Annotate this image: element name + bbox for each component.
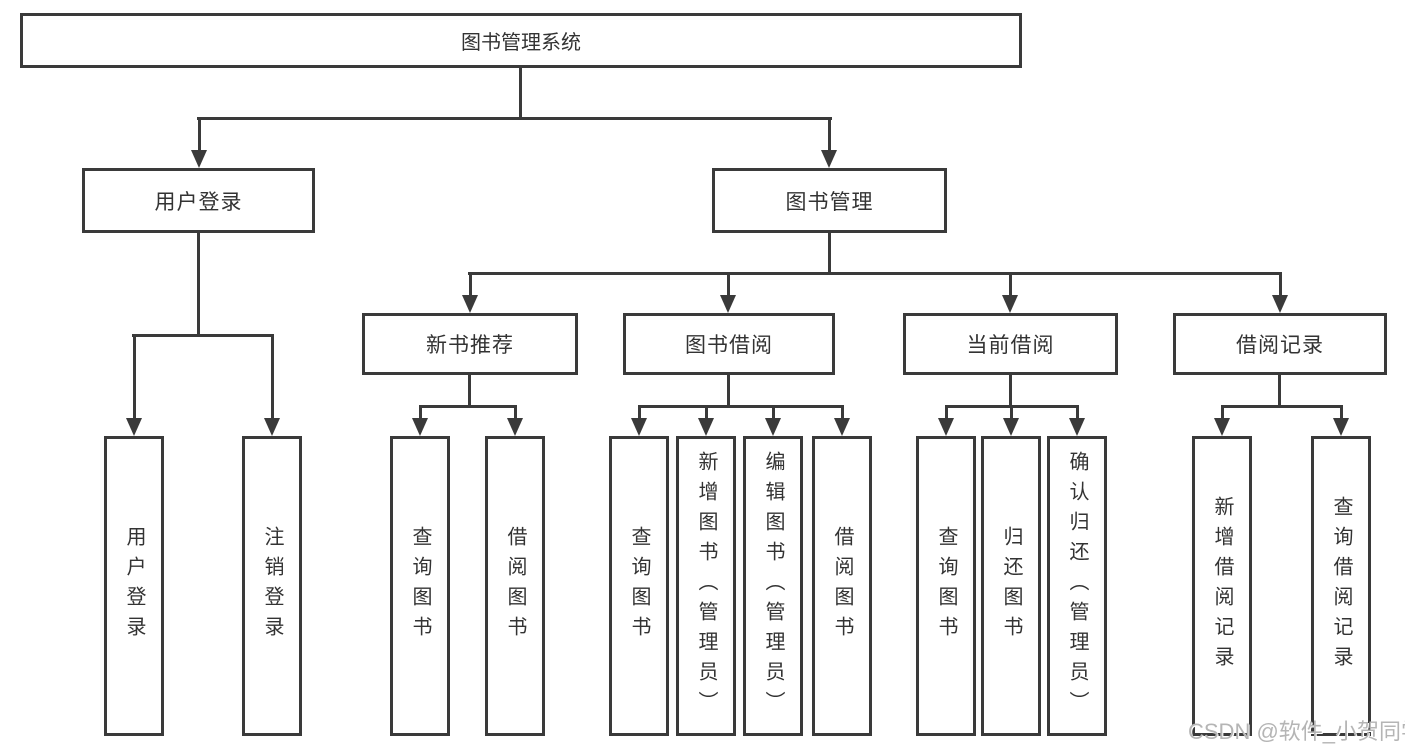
leaf-label: 确认归还（管理员） — [1066, 451, 1088, 721]
leaf-label: 查询图书 — [409, 526, 431, 646]
arrow-to-book-borrow — [720, 272, 736, 313]
node-current-borrow: 当前借阅 — [903, 313, 1118, 375]
arrow-to-borrow-records — [1272, 272, 1288, 313]
node-library-management-system: 图书管理系统 — [20, 13, 1022, 68]
node-new-book-recommend: 新书推荐 — [362, 313, 578, 375]
connector-book-management-stem — [828, 233, 831, 273]
leaf-recommend-borrow-book: 借阅图书 — [485, 436, 545, 736]
leaf-label: 借阅图书 — [504, 526, 526, 646]
arrow-records-query — [1333, 405, 1349, 436]
connector-records-rail — [1221, 405, 1343, 408]
node-label: 当前借阅 — [966, 334, 1055, 357]
arrow-to-leaf-user-login — [126, 334, 142, 436]
leaf-borrow-edit-book-admin: 编辑图书（管理员） — [743, 436, 803, 736]
connector-book-borrow-rail — [638, 405, 844, 408]
leaf-label: 借阅图书 — [831, 526, 853, 646]
leaf-borrow-borrow-book: 借阅图书 — [812, 436, 872, 736]
node-label: 借阅记录 — [1236, 334, 1324, 357]
leaf-current-confirm-return-admin: 确认归还（管理员） — [1047, 436, 1107, 736]
arrow-records-add — [1214, 405, 1230, 436]
leaf-label: 归还图书 — [1000, 526, 1022, 646]
connector-recommend-rail — [419, 405, 517, 408]
arrow-borrow-edit — [765, 405, 781, 436]
leaf-recommend-query-book: 查询图书 — [390, 436, 450, 736]
leaf-label: 新增借阅记录 — [1211, 496, 1233, 676]
connector-user-login-rail — [132, 334, 274, 337]
arrow-borrow-query — [631, 405, 647, 436]
leaf-label: 查询图书 — [935, 526, 957, 646]
connector-root-stem — [519, 68, 522, 118]
node-label: 新书推荐 — [426, 334, 514, 357]
leaf-borrow-add-book-admin: 新增图书（管理员） — [676, 436, 736, 736]
arrow-current-confirm — [1069, 405, 1085, 436]
leaf-label: 查询借阅记录 — [1330, 496, 1352, 676]
leaf-borrow-query-book: 查询图书 — [609, 436, 669, 736]
arrow-to-current-borrow — [1002, 272, 1018, 313]
connector-current-borrow-stem — [1009, 375, 1012, 406]
connector-book-management-rail — [468, 272, 1282, 275]
connector-records-stem — [1278, 375, 1281, 406]
leaf-label: 新增图书（管理员） — [695, 451, 717, 721]
node-user-login-branch: 用户登录 — [82, 168, 315, 233]
leaf-label: 编辑图书（管理员） — [762, 451, 784, 721]
arrow-recommend-borrow — [507, 405, 523, 436]
node-label: 用户登录 — [154, 190, 243, 214]
node-label: 图书管理 — [785, 190, 874, 214]
arrow-current-return — [1003, 405, 1019, 436]
leaf-records-query-record: 查询借阅记录 — [1311, 436, 1371, 736]
arrow-to-user-login-branch — [191, 117, 207, 168]
leaf-label: 注销登录 — [261, 526, 283, 646]
arrow-borrow-add — [698, 405, 714, 436]
leaf-label: 查询图书 — [628, 526, 650, 646]
connector-user-login-stem — [197, 233, 200, 335]
connector-book-borrow-stem — [727, 375, 730, 406]
arrow-recommend-query — [412, 405, 428, 436]
node-label: 图书管理系统 — [461, 32, 581, 54]
arrow-to-book-management — [821, 117, 837, 168]
arrow-current-query — [938, 405, 954, 436]
node-borrow-records: 借阅记录 — [1173, 313, 1387, 375]
connector-root-rail — [197, 117, 832, 120]
leaf-logout: 注销登录 — [242, 436, 302, 736]
leaf-user-login: 用户登录 — [104, 436, 164, 736]
csdn-watermark: CSDN @软件_小贺同学 — [1188, 719, 1405, 744]
arrow-borrow-borrow — [834, 405, 850, 436]
leaf-current-query-book: 查询图书 — [916, 436, 976, 736]
leaf-current-return-book: 归还图书 — [981, 436, 1041, 736]
node-label: 图书借阅 — [685, 334, 773, 357]
leaf-records-add-record: 新增借阅记录 — [1192, 436, 1252, 736]
connector-recommend-stem — [468, 375, 471, 406]
arrow-to-new-book-recommend — [462, 272, 478, 313]
node-book-borrow: 图书借阅 — [623, 313, 835, 375]
arrow-to-leaf-logout — [264, 334, 280, 436]
leaf-label: 用户登录 — [123, 526, 145, 646]
node-book-management: 图书管理 — [712, 168, 947, 233]
